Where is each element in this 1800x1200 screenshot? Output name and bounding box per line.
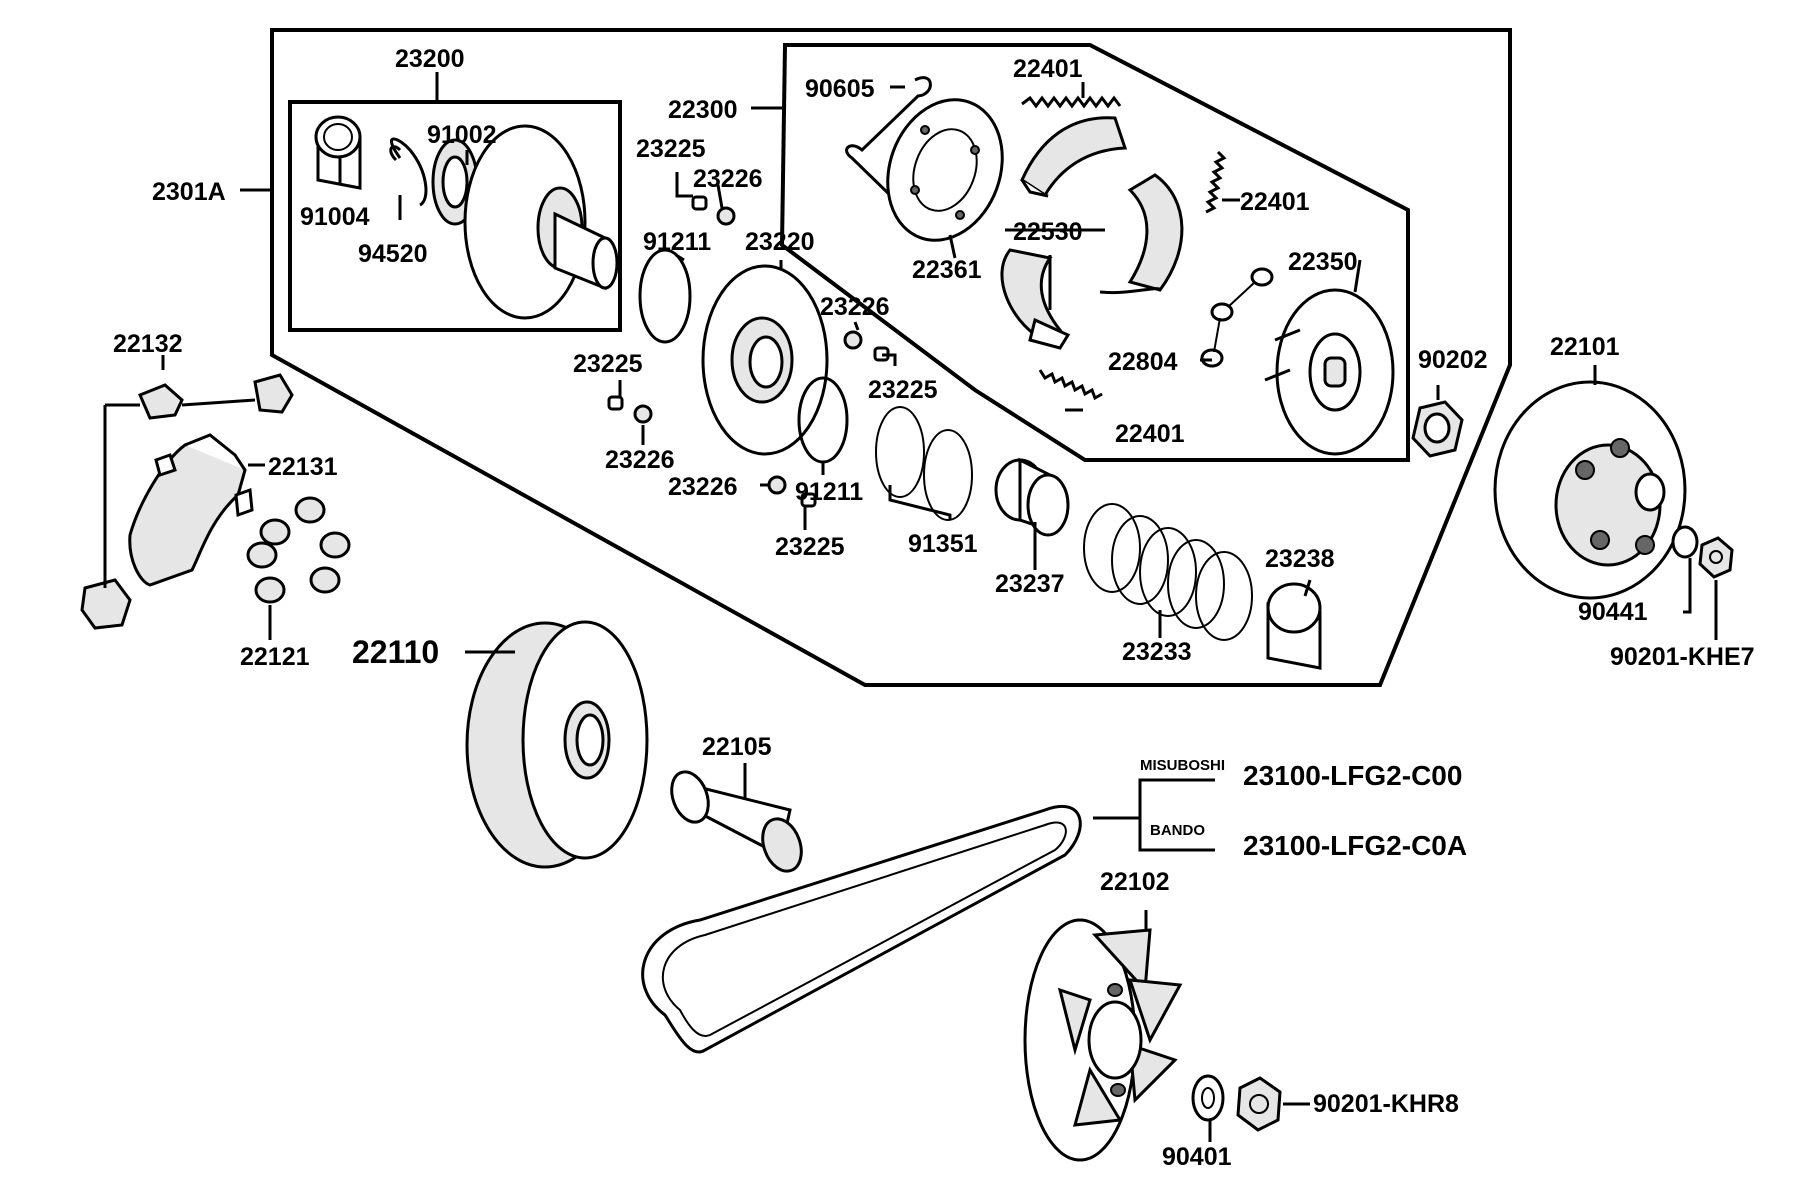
- label-22131: 22131: [268, 453, 338, 481]
- label-22530: 22530: [1013, 218, 1083, 246]
- label-bando: BANDO: [1150, 822, 1205, 839]
- label-91211-top: 91211: [643, 228, 711, 256]
- slider-22132-bottom: [80, 578, 132, 630]
- oring-91351: [875, 406, 973, 521]
- clutch-shoe-22530-right: [1099, 173, 1184, 295]
- clutch-outer-22101: [1493, 380, 1687, 600]
- clutch-shoe-22530-top: [1020, 116, 1128, 198]
- label-23226-b: 23226: [820, 293, 890, 321]
- pin-washers-22804: [1200, 267, 1274, 368]
- label-22102: 22102: [1100, 868, 1170, 896]
- label-22101: 22101: [1550, 333, 1620, 361]
- drive-belt-23100: [641, 804, 1082, 1054]
- label-90605: 90605: [805, 75, 875, 103]
- label-22401-bottom: 22401: [1115, 420, 1185, 448]
- label-22350: 22350: [1288, 248, 1358, 276]
- nut-90201-khe7: [1698, 536, 1734, 579]
- drive-plate-22350: [1264, 288, 1395, 456]
- pins-and-rollers: [607, 195, 890, 508]
- part-labels: 23200 91002 91004 94520 2301A 22300 9060…: [113, 45, 1755, 1171]
- clutch-assembly-22300-outline: [779, 43, 1410, 462]
- label-22132: 22132: [113, 330, 183, 358]
- oring-91211-top: [638, 248, 692, 344]
- label-91351: 91351: [908, 530, 978, 558]
- label-22121: 22121: [240, 643, 310, 671]
- label-90201-khr8: 90201-KHR8: [1313, 1090, 1459, 1118]
- label-90441: 90441: [1578, 598, 1648, 626]
- label-22804: 22804: [1108, 348, 1178, 376]
- leader-lines: [103, 72, 1718, 1142]
- label-23226-c: 23226: [605, 446, 675, 474]
- movable-driven-face-23220: [701, 264, 829, 456]
- assembly-23200-box: [288, 100, 622, 332]
- label-23225-c: 23225: [573, 350, 643, 378]
- label-91002: 91002: [427, 121, 497, 149]
- slider-22132-top: [138, 373, 294, 420]
- label-belt-c00: 23100-LFG2-C00: [1243, 760, 1462, 791]
- label-23225-a: 23225: [636, 135, 706, 163]
- label-23233: 23233: [1122, 638, 1192, 666]
- label-23200: 23200: [395, 45, 465, 73]
- label-22361: 22361: [912, 256, 982, 284]
- spring-22401-top: [1021, 95, 1122, 109]
- label-90201-khe7: 90201-KHE7: [1610, 643, 1755, 671]
- circlip-94520: [389, 137, 428, 207]
- ramp-plate-22131: [128, 433, 254, 587]
- clutch-shoe-22530-left: [1000, 248, 1071, 350]
- label-23220: 23220: [745, 228, 815, 256]
- label-23226-a: 23226: [693, 165, 763, 193]
- label-misuboshi: MISUBOSHI: [1140, 757, 1225, 774]
- movable-drive-face-22110: [465, 620, 649, 869]
- washer-90401: [1191, 1074, 1225, 1122]
- label-90401: 90401: [1162, 1143, 1232, 1171]
- label-23238: 23238: [1265, 545, 1335, 573]
- label-91211-bottom: 91211: [795, 478, 863, 506]
- driven-face-23200: [463, 124, 619, 320]
- nut-90202: [1411, 400, 1464, 458]
- washer-90441: [1671, 525, 1699, 559]
- label-23225-d: 23225: [775, 533, 845, 561]
- label-23226-d: 23226: [668, 473, 738, 501]
- label-belt-c0a: 23100-LFG2-C0A: [1243, 830, 1467, 861]
- label-22110: 22110: [352, 634, 439, 670]
- collar-23237: [994, 457, 1070, 537]
- spring-22401-bottom: [1038, 369, 1103, 401]
- label-94520: 94520: [358, 240, 428, 268]
- assembly-2301a-outline: [270, 28, 1512, 687]
- rollers-22121: [246, 496, 351, 604]
- spring-23233: [1083, 503, 1253, 641]
- bearing-91004: [314, 115, 362, 190]
- label-91004: 91004: [300, 203, 370, 231]
- label-23237: 23237: [995, 570, 1065, 598]
- drive-face-22102: [1023, 918, 1183, 1162]
- nut-90201-khr8: [1236, 1076, 1282, 1132]
- clutch-plate-22361: [886, 98, 1004, 242]
- label-22401-right: 22401: [1240, 188, 1310, 216]
- label-22105: 22105: [702, 733, 772, 761]
- collar-23238: [1266, 582, 1322, 670]
- label-90202: 90202: [1418, 346, 1488, 374]
- label-2301a: 2301A: [152, 178, 226, 206]
- spring-22401-right: [1205, 150, 1227, 214]
- label-22401-top: 22401: [1013, 55, 1083, 83]
- collar-22105: [670, 770, 803, 873]
- label-22300: 22300: [668, 96, 738, 124]
- label-23225-b: 23225: [868, 376, 938, 404]
